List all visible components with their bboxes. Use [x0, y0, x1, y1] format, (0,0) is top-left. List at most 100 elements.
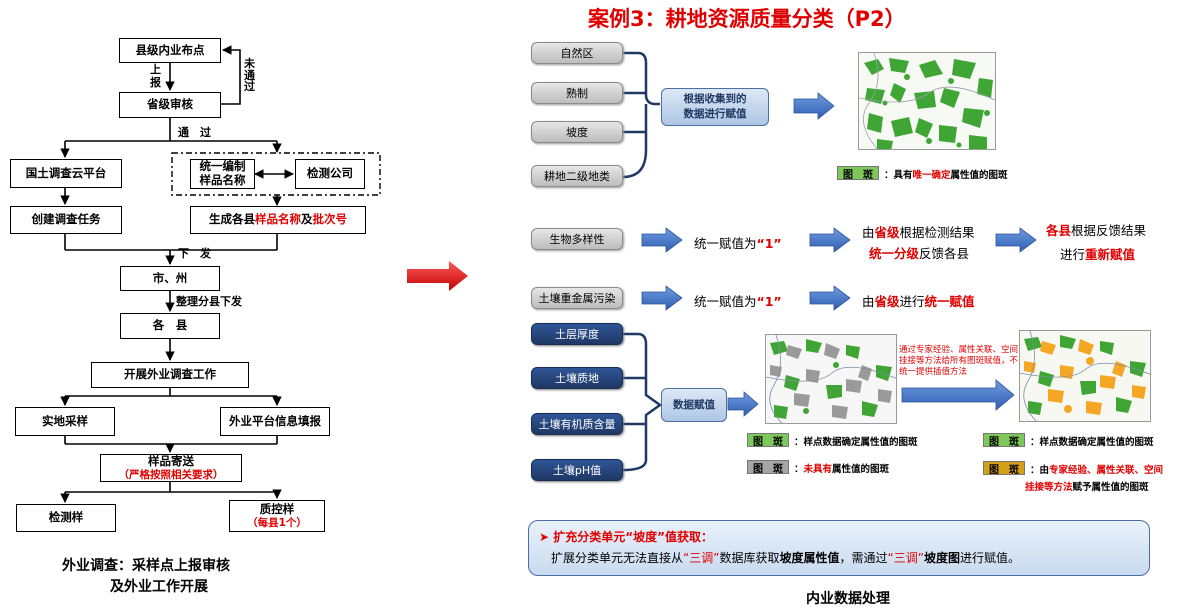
info-bullet-icon: ➤	[539, 530, 554, 544]
bio-step2-suffix: 根据检测结果	[899, 225, 975, 240]
info-text-prefix: 扩展分类单元无法直接从	[551, 551, 684, 565]
map-sample-points	[765, 334, 897, 424]
legend-grey: 图 斑	[747, 460, 789, 475]
metal-step2-red: 省级	[874, 294, 900, 309]
node-test-sample: 检测样	[16, 504, 116, 532]
legend-unique-suffix: 属性值的图斑	[950, 170, 1008, 181]
bio-step3-line2: 进行重新赋值	[1060, 244, 1135, 263]
metal-assign-prefix: 统一赋值为	[694, 294, 757, 309]
label-pass: 通 过	[178, 126, 211, 139]
info-suffix: 进行赋值。	[959, 551, 1020, 565]
legend-expert-red1: 专家经验、属性关联、空间	[1049, 465, 1164, 476]
info-bold1: 坡度属性值	[779, 551, 840, 565]
unified-name-line1: 统一编制	[199, 159, 246, 174]
bio-step2-line2-suffix: 反馈各县	[919, 246, 970, 261]
item-soil-thickness: 土层厚度	[531, 323, 623, 345]
bio-assign-value: “1”	[756, 236, 782, 251]
legend-orange: 图 斑	[983, 461, 1025, 476]
legend-none-red: 未具有	[803, 464, 833, 475]
bio-assign-prefix: 统一赋值为	[694, 236, 757, 251]
item-biodiversity: 生物多样性	[531, 228, 623, 250]
node-create-task: 创建调查任务	[10, 206, 122, 234]
map-expert-assigned	[1019, 330, 1151, 422]
item-natural-zone: 自然区	[531, 42, 623, 64]
red-transition-arrow	[407, 261, 468, 291]
map3-svg	[1020, 331, 1150, 421]
metal-step2: 由省级进行统一赋值	[862, 291, 975, 310]
legend-green-1: 图 斑	[837, 166, 879, 181]
bio-step3-red: 各县	[1046, 223, 1072, 238]
legend-expert-line2: 挂接等方法赋予属性值的图斑	[1025, 479, 1149, 493]
label-sort-issue: 整理分县下发	[176, 295, 242, 308]
map-unique-attributes	[858, 52, 996, 150]
label-report: 上 报	[150, 63, 161, 89]
legend-expert-red2: 挂接等方法	[1025, 482, 1073, 493]
info-bold2: 坡度图	[923, 551, 960, 565]
bio-step2-line2: 统一分级反馈各县	[869, 243, 969, 262]
legend-sample-text-1: ：样点数据确定属性值的图斑	[794, 437, 918, 448]
bio-step2-prefix: 由	[862, 225, 875, 240]
node-field-work: 开展外业调查工作	[91, 362, 249, 388]
bio-step2-line1: 由省级根据检测结果	[862, 222, 975, 241]
process-data-assign: 数据赋值	[661, 388, 727, 422]
metal-step2-red2: 统一赋值	[924, 294, 975, 309]
legend-expert-prefix: ：由	[1030, 465, 1050, 476]
legend-expert-suffix: 赋予属性值的图斑	[1072, 482, 1149, 493]
map2-svg	[766, 335, 896, 423]
legend-none-text: ：未具有属性值的图斑	[794, 461, 889, 475]
bio-step2-red: 省级	[874, 225, 900, 240]
legend-none-prefix: ：	[794, 464, 804, 475]
qc-note: （每县1个）	[247, 516, 307, 529]
item-slope: 坡度	[531, 121, 623, 143]
sample-send-note: （严格按照相关要求）	[118, 468, 224, 481]
node-cloud-platform: 国土调查云平台	[10, 159, 122, 188]
info-red2: “三调”	[887, 551, 924, 565]
bio-step3-line2-red: 重新赋值	[1085, 247, 1136, 262]
legend-expert-line1: ：由专家经验、属性关联、空间	[1030, 462, 1163, 476]
left-caption-line2: 及外业工作开展	[110, 579, 208, 595]
item-heavy-metal: 土壤重金属污染	[531, 287, 623, 309]
bio-assign: 统一赋值为“1”	[694, 233, 782, 252]
label-not-pass: 未 通 过	[244, 57, 255, 94]
node-field-sampling: 实地采样	[15, 407, 115, 436]
node-county-inner-placement: 县级内业布点	[119, 38, 221, 63]
item-farmland-class: 耕地二级地类	[531, 165, 623, 187]
legend-none-suffix: 属性值的图斑	[832, 464, 890, 475]
info-mid1: 数据库获取	[719, 551, 780, 565]
item-soil-texture: 土壤质地	[531, 367, 623, 389]
node-sample-send: 样品寄送 （严格按照相关要求）	[100, 454, 242, 482]
info-text: 扩展分类单元无法直接从“三调”数据库获取坡度属性值，需通过“三调”坡度图进行赋值…	[551, 549, 1020, 566]
node-province-review: 省级审核	[119, 92, 221, 118]
method-note: 通过专家经验、属性关联、空间挂接等方法给所有图斑赋值，不统一提供插值方法	[899, 345, 1019, 378]
legend-green-2: 图 斑	[747, 433, 789, 448]
bio-step3-line1: 各县根据反馈结果	[1046, 220, 1146, 239]
node-generate-sample-name: 生成各县样品名称及批次号	[190, 206, 366, 234]
process-collected-data: 根据收集到的 数据进行赋值	[661, 88, 769, 126]
node-county: 各 县	[120, 313, 220, 339]
legend-unique-text: ：具有唯一确定属性值的图斑	[884, 167, 1008, 181]
sample-send-title: 样品寄送	[148, 453, 194, 468]
unified-name-line2: 样品名称	[199, 173, 246, 187]
page-title: 案例3：耕地资源质量分类（P2）	[588, 7, 906, 31]
process-connectors	[622, 51, 1037, 472]
metal-assign-value: “1”	[756, 294, 782, 309]
generate-batch: 批次号	[312, 212, 348, 227]
slope-info-box: ➤ 扩充分类单元“坡度”值获取： 扩展分类单元无法直接从“三调”数据库获取坡度属…	[528, 520, 1150, 576]
legend-sample-text-2: ：样点数据确定属性值的图斑	[1030, 437, 1154, 448]
legend-unique-prefix: ：具有	[884, 170, 913, 181]
bio-step3-line2-prefix: 进行	[1060, 247, 1086, 262]
info-mid2: ，需通过	[839, 551, 888, 565]
qc-title: 质控样	[259, 501, 295, 516]
info-heading-text: 扩充分类单元“坡度”值获取：	[553, 530, 714, 544]
node-platform-fill: 外业平台信息填报	[220, 407, 330, 436]
flowchart-connectors	[60, 45, 381, 503]
metal-assign: 统一赋值为“1”	[694, 291, 782, 310]
left-caption-line1: 外业调查：采样点上报审核	[62, 558, 230, 574]
label-issue: 下 发	[178, 247, 211, 260]
info-heading: ➤ 扩充分类单元“坡度”值获取：	[539, 528, 713, 545]
item-soil-ph: 土壤pH值	[531, 459, 623, 481]
info-red1: “三调”	[683, 551, 720, 565]
legend-green-3: 图 斑	[983, 433, 1025, 448]
legend-unique-highlight: 唯一确定	[912, 170, 951, 181]
bio-step3-suffix: 根据反馈结果	[1071, 223, 1147, 238]
